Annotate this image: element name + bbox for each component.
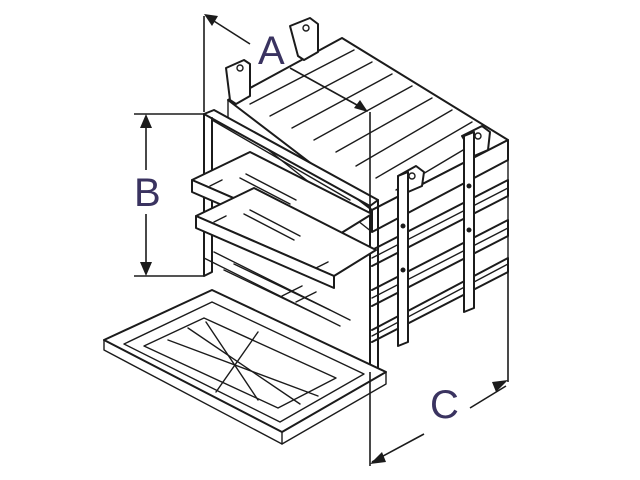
strap-back <box>463 131 475 313</box>
label-c: C <box>430 383 459 427</box>
arrowhead-a-left <box>204 14 218 26</box>
strap-front <box>397 171 409 347</box>
stacked-shelves <box>211 37 509 343</box>
dimension-a: A <box>203 14 371 206</box>
pullout-tray-lower <box>195 187 377 289</box>
dimension-b: B <box>134 113 204 277</box>
label-b: B <box>134 171 161 215</box>
arrowhead-b-top <box>140 114 152 128</box>
vertical-straps <box>397 131 475 347</box>
door-cross-brace <box>143 317 337 409</box>
arrowhead-b-bottom <box>140 262 152 276</box>
arrowhead-c-right <box>492 380 508 392</box>
arrowhead-a-right <box>354 100 368 112</box>
dimension-c: C <box>369 272 509 466</box>
tray-runners <box>203 251 351 327</box>
mounting-tab-left <box>225 59 251 105</box>
label-a: A <box>258 29 285 73</box>
bottom-door <box>103 289 387 445</box>
mounting-tab-middle <box>289 17 319 61</box>
arrowhead-c-left <box>370 452 386 464</box>
